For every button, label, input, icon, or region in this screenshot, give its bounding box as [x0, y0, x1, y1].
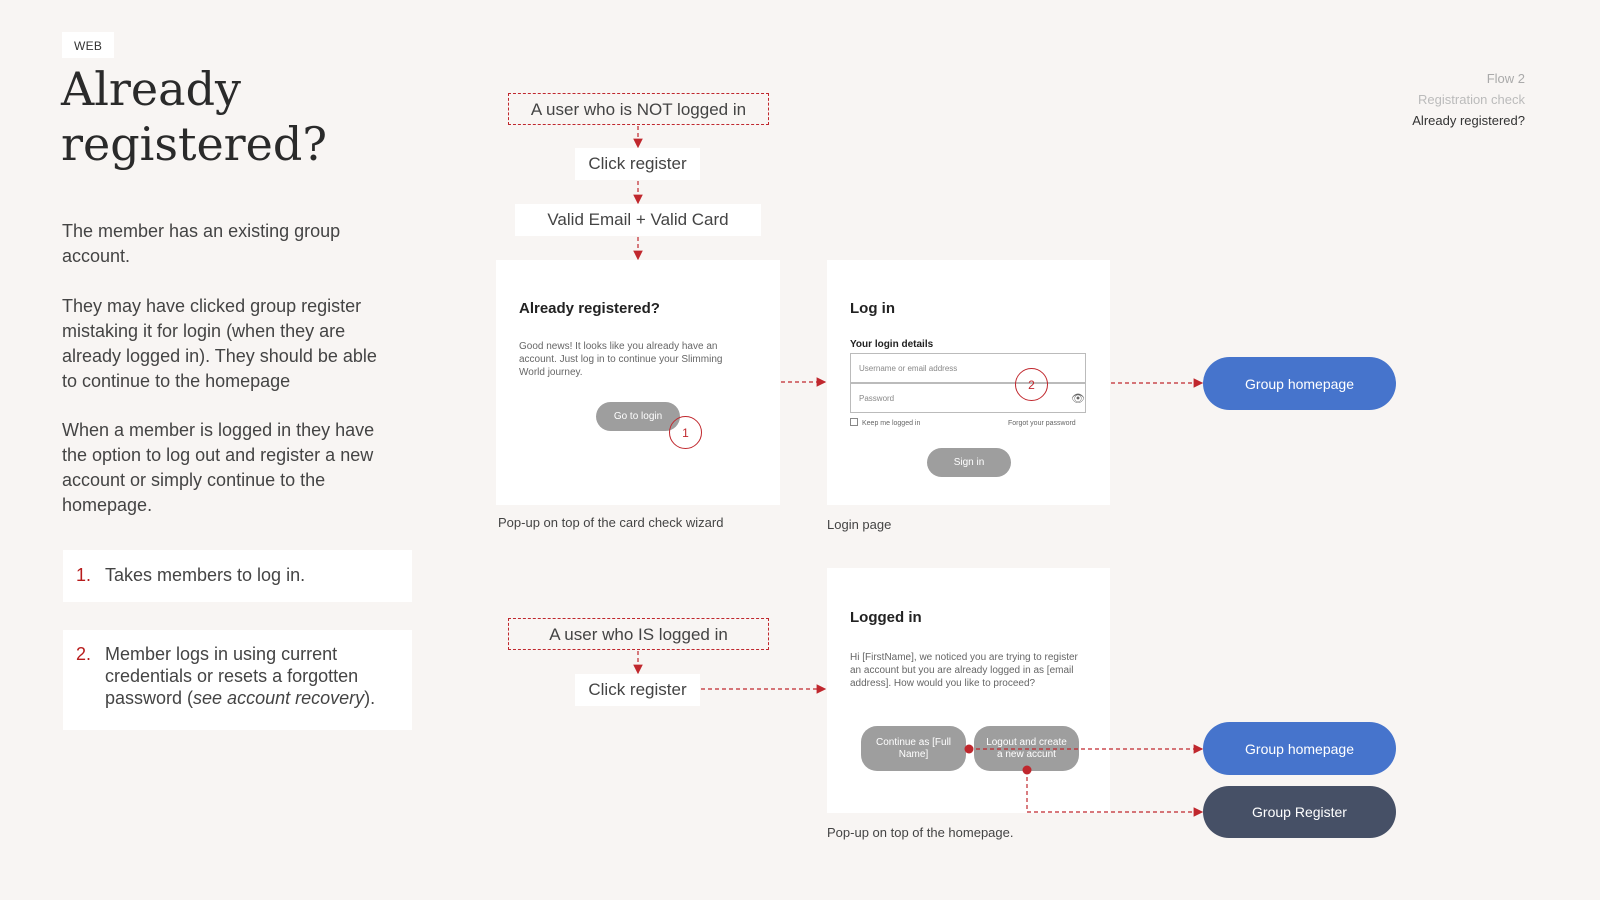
note-number: 2.: [76, 644, 92, 664]
arrow-logout-to-register: [1026, 770, 1204, 817]
connector-dot-continue: [964, 744, 974, 754]
logged-in-title: Logged in: [850, 609, 922, 626]
step-badge-1: 1: [669, 416, 702, 449]
intro-paragraph: The member has an existing group account…: [62, 221, 341, 266]
group-homepage-destination: Group homepage: [1203, 357, 1396, 410]
flow-step-valid-email-card: Valid Email + Valid Card: [515, 204, 761, 236]
password-field[interactable]: Password: [850, 383, 1086, 413]
flow-start-logged-in: A user who IS logged in: [508, 618, 769, 650]
breadcrumb-flow[interactable]: Flow 2: [1486, 71, 1525, 86]
login-section-label: Your login details: [850, 339, 934, 350]
logged-in-popup: Logged in Hi [FirstName], we noticed you…: [827, 568, 1110, 813]
group-homepage-destination-2: Group homepage: [1203, 722, 1396, 775]
flow-step-click-register: Click register: [575, 148, 700, 180]
popup-caption: Pop-up on top of the card check wizard: [498, 515, 724, 530]
flow-start-not-logged-in: A user who is NOT logged in: [508, 93, 769, 125]
flow-step-click-register-2: Click register: [575, 674, 700, 706]
forgot-password-link[interactable]: Forgot your password: [1008, 420, 1076, 427]
continue-as-button[interactable]: Continue as [Full Name]: [861, 726, 966, 771]
note-1: 1. Takes members to log in.: [63, 550, 412, 602]
popup-text: Good news! It looks like you already hav…: [519, 341, 723, 378]
logged-in-text: Hi [FirstName], we noticed you are tryin…: [850, 652, 1078, 689]
breadcrumb-current: Already registered?: [1412, 113, 1525, 128]
logged-in-caption: Pop-up on top of the homepage.: [827, 825, 1014, 840]
logged-in-paragraph: When a member is logged in they have the…: [62, 420, 375, 515]
page-title: Already registered?: [61, 62, 328, 171]
username-field[interactable]: Username or email address: [850, 353, 1086, 383]
keep-logged-checkbox[interactable]: [850, 418, 858, 426]
note-text: Member logs in using current credentials…: [105, 644, 359, 708]
login-caption: Login page: [827, 517, 892, 532]
go-to-login-button[interactable]: Go to login: [596, 402, 680, 431]
sign-in-button[interactable]: Sign in: [927, 448, 1011, 477]
step-badge-2: 2: [1015, 368, 1048, 401]
keep-logged-label: Keep me logged in: [862, 420, 921, 427]
breadcrumb-registration-check[interactable]: Registration check: [1418, 92, 1525, 107]
popup-title: Already registered?: [519, 300, 660, 317]
web-tag: WEB: [62, 32, 115, 58]
connector-dot-logout: [1022, 765, 1032, 775]
login-title: Log in: [850, 300, 895, 317]
note-text: Takes members to log in.: [105, 565, 306, 585]
note-text-end: ).: [364, 688, 376, 708]
group-register-destination: Group Register: [1203, 786, 1396, 838]
note-2: 2. Member logs in using current credenti…: [63, 630, 412, 730]
login-page: Log in Your login details Username or em…: [827, 260, 1110, 505]
already-registered-popup: Already registered? Good news! It looks …: [496, 260, 780, 505]
context-paragraph: They may have clicked group register mis…: [62, 296, 377, 391]
eye-icon[interactable]: 👁: [1071, 393, 1085, 405]
note-number: 1.: [76, 565, 92, 585]
breadcrumb: Flow 2 Registration check Already regist…: [1412, 68, 1525, 131]
account-recovery-link[interactable]: see account recovery: [193, 688, 365, 708]
